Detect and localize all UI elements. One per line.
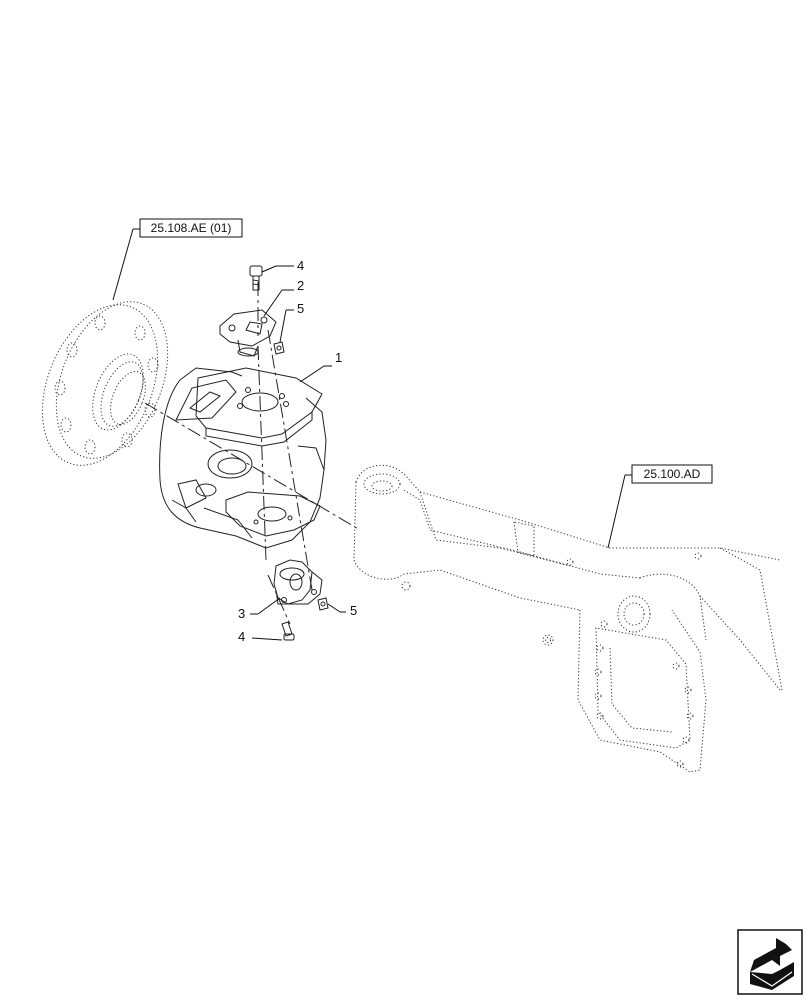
callout-number-5-lower: 5: [350, 603, 357, 618]
upper-king-pin-cap: [219, 309, 277, 357]
reference-box-axle[interactable]: 25.100.AD: [607, 464, 713, 549]
callout-1: 1: [299, 350, 342, 383]
upper-grease-fitting: [273, 341, 285, 355]
reference-label-axle[interactable]: 25.100.AD: [644, 467, 701, 481]
callout-number-1: 1: [335, 350, 342, 365]
callout-4-upper: 4: [261, 258, 304, 273]
callout-number-2: 2: [297, 278, 304, 293]
axle-housing: [353, 464, 783, 773]
callout-number-4-lower: 4: [238, 629, 245, 644]
lower-king-pin-cap: [273, 559, 323, 605]
center-lines: [144, 282, 361, 625]
wheel-hub-flange: [41, 301, 169, 466]
callout-2: 2: [263, 278, 304, 317]
reference-label-hub[interactable]: 25.108.AE (01): [151, 221, 232, 235]
callout-5-lower: 5: [327, 603, 357, 618]
callout-number-5-upper: 5: [297, 301, 304, 316]
callout-number-4-upper: 4: [297, 258, 304, 273]
reference-box-hub[interactable]: 25.108.AE (01): [112, 218, 243, 301]
callout-4-lower: 4: [238, 629, 283, 644]
callout-3: 3: [238, 597, 281, 621]
lower-bolt: [281, 621, 295, 641]
steering-knuckle: [159, 367, 327, 549]
upper-bolt: [249, 265, 263, 291]
next-page-arrow-icon[interactable]: [737, 929, 803, 995]
callout-5-upper: 5: [279, 301, 304, 343]
lower-grease-fitting: [317, 597, 329, 611]
callout-number-3: 3: [238, 606, 245, 621]
